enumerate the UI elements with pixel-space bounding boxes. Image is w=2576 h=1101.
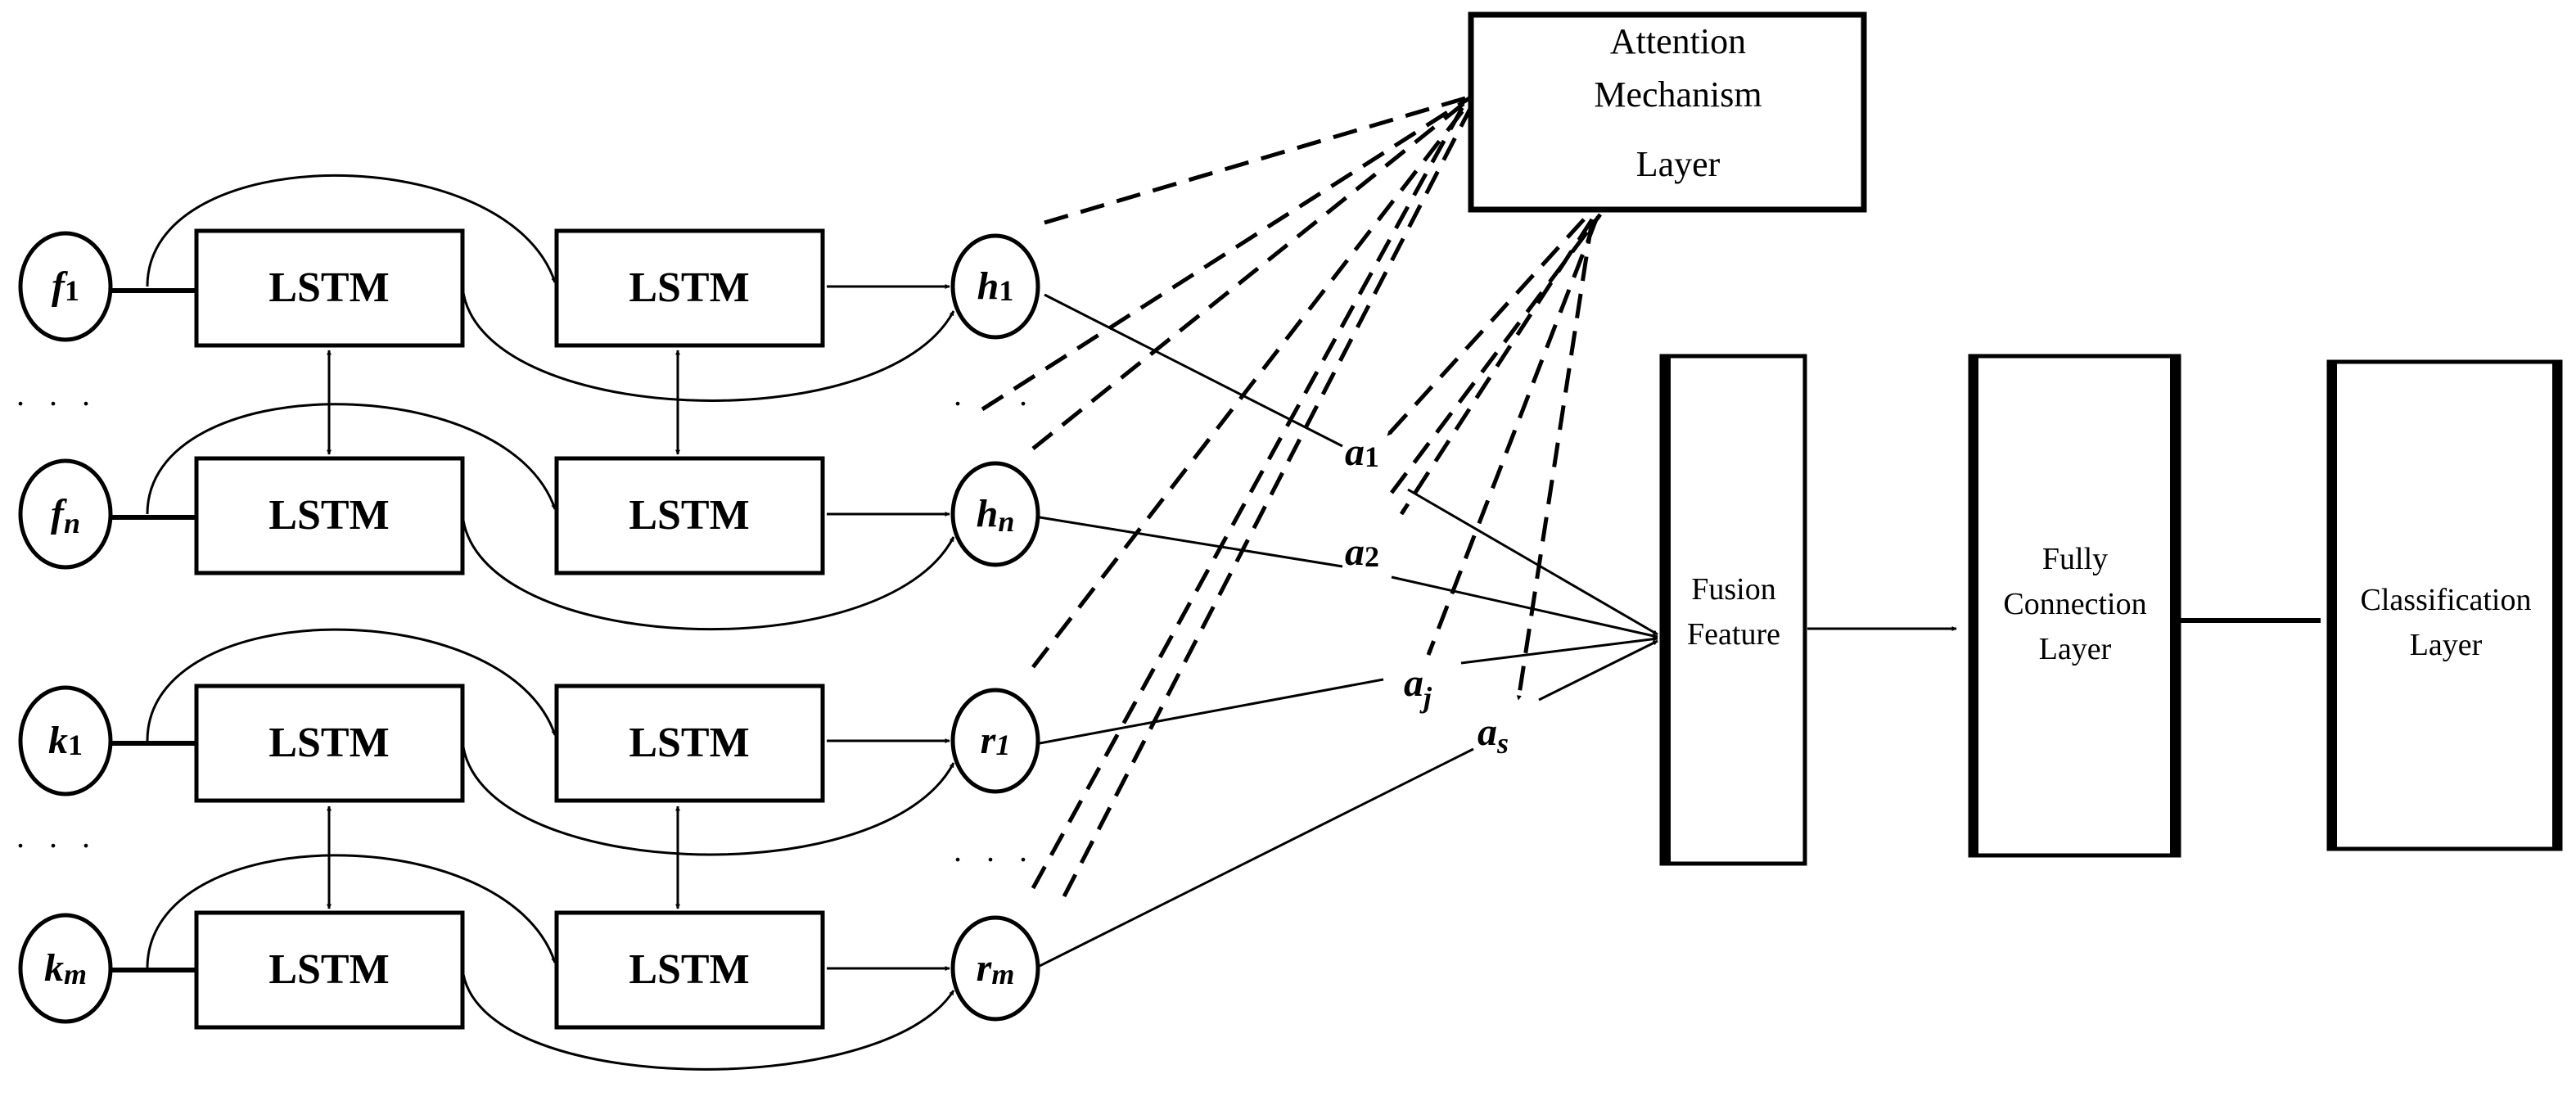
lstm-cell — [194, 228, 465, 348]
lstm-label: LSTM — [268, 720, 389, 766]
dash-r1-attention — [1031, 101, 1471, 669]
input-label-km: km — [44, 946, 87, 990]
skip-k1-lstm2 — [146, 628, 557, 742]
lstm-label: LSTM — [268, 946, 389, 993]
fully-line1: Fully — [2042, 542, 2108, 576]
lstm-row-k1 — [106, 628, 955, 856]
ellipsis-markers: . . . . . . . . . . . . — [16, 376, 1035, 869]
dash-hn-attention — [1031, 101, 1467, 450]
attention-dashed-lines — [981, 96, 1602, 898]
ellipsis: . . . — [954, 832, 1035, 869]
attention-line3: Layer — [1636, 144, 1721, 184]
line-rm-as — [1039, 747, 1474, 968]
lstm-cell — [554, 228, 825, 348]
lstm-cell — [194, 684, 465, 803]
ellipsis: . . . — [16, 818, 98, 855]
dash-attention-as — [1516, 219, 1595, 701]
lstm-cell — [554, 456, 825, 575]
fusion-line2: Feature — [1687, 617, 1780, 652]
fusion-box — [1659, 354, 1807, 866]
fully-line3: Layer — [2039, 632, 2112, 666]
fusion-line1: Fusion — [1691, 572, 1775, 607]
input-label-f1: f1 — [52, 264, 79, 308]
dash-attention-aj — [1426, 219, 1599, 656]
skip-lstm1-h1 — [461, 286, 955, 402]
lstm-row-f1 — [106, 174, 955, 402]
output-label-r1: r1 — [981, 719, 1011, 762]
input-node-km — [18, 913, 113, 1024]
input-node-f1 — [18, 231, 113, 342]
output-label-hn: hn — [977, 492, 1015, 538]
skip-fn-lstm2 — [146, 403, 557, 515]
dash-rm-attention — [1031, 101, 1468, 890]
line-a1-fusion — [1407, 488, 1658, 636]
output-nodes: h1 hn r1 rm — [950, 233, 1040, 1022]
input-nodes: f1 fn k1 km — [18, 231, 113, 1024]
line-a2-fusion — [1391, 575, 1658, 638]
lstm-label: LSTM — [629, 720, 749, 766]
fully-line2: Connection — [2003, 587, 2146, 621]
input-node-k1 — [18, 685, 113, 796]
attention-line1: Attention — [1610, 21, 1746, 61]
output-node-h1 — [950, 233, 1040, 340]
input-node-fn — [18, 458, 113, 570]
vertical-links — [327, 350, 680, 909]
lstm-row-km — [106, 854, 955, 1071]
attention-mechanism-layer: Attention Mechanism Layer — [1468, 11, 1867, 213]
lstm-row-fn — [106, 403, 955, 631]
line-r1-aj — [1039, 678, 1384, 745]
classification-line2: Layer — [2410, 628, 2483, 662]
attention-box — [1468, 11, 1867, 213]
lstm-cell — [554, 910, 825, 1030]
classification-layer: Classification Layer — [2326, 359, 2563, 851]
weight-a2: a2 — [1345, 530, 1379, 574]
dash-cross-2 — [1062, 101, 1476, 898]
output-node-rm — [950, 915, 1040, 1022]
input-label-fn: fn — [51, 492, 80, 539]
dash-a1-attention — [1390, 213, 1602, 494]
ellipsis: . . . — [16, 376, 98, 413]
output-node-r1 — [950, 688, 1040, 794]
output-label-rm: rm — [977, 946, 1015, 990]
lstm-label: LSTM — [629, 492, 749, 539]
lstm-label: LSTM — [629, 946, 749, 993]
dash-cross-1 — [981, 96, 1471, 412]
dash-attention-a1 — [1386, 218, 1586, 437]
output-label-h1: h1 — [977, 264, 1014, 308]
line-h1-a1 — [1044, 293, 1343, 448]
line-hn-a2 — [1039, 516, 1343, 568]
input-label-k1: k1 — [48, 719, 83, 762]
output-node-hn — [950, 461, 1040, 567]
skip-lstm1-r1 — [461, 740, 955, 856]
line-as-fusion — [1538, 639, 1658, 702]
fully-box — [1968, 354, 2181, 858]
weight-a1: a1 — [1345, 431, 1379, 474]
line-aj-fusion — [1460, 636, 1658, 665]
attention-line2: Mechanism — [1594, 74, 1762, 115]
lstm-cell — [194, 910, 465, 1030]
lstm-label: LSTM — [268, 492, 389, 539]
lstm-labels: LSTM LSTM LSTM LSTM LSTM LSTM LSTM LSTM — [268, 264, 749, 993]
weight-aj: aj — [1404, 661, 1432, 714]
lstm-label: LSTM — [268, 264, 389, 311]
skip-lstm1-rm — [461, 968, 955, 1071]
classification-line1: Classification — [2361, 583, 2532, 617]
lstm-label: LSTM — [629, 264, 749, 311]
lstm-cell — [554, 684, 825, 803]
skip-f1-lstm2 — [146, 174, 557, 287]
weight-as: as — [1477, 711, 1509, 760]
skip-km-lstm2 — [146, 854, 557, 969]
fusion-connections — [1039, 293, 2321, 968]
attention-weights: a1 a2 aj as — [1345, 431, 1509, 760]
dash-h1-attention — [1044, 96, 1466, 225]
skip-lstm1-hn — [461, 513, 955, 631]
fusion-feature-layer: Fusion Feature — [1659, 354, 1807, 866]
lstm-cell — [194, 456, 465, 575]
fully-connection-layer: Fully Connection Layer — [1968, 354, 2181, 858]
ellipsis: . . . — [954, 376, 1035, 413]
